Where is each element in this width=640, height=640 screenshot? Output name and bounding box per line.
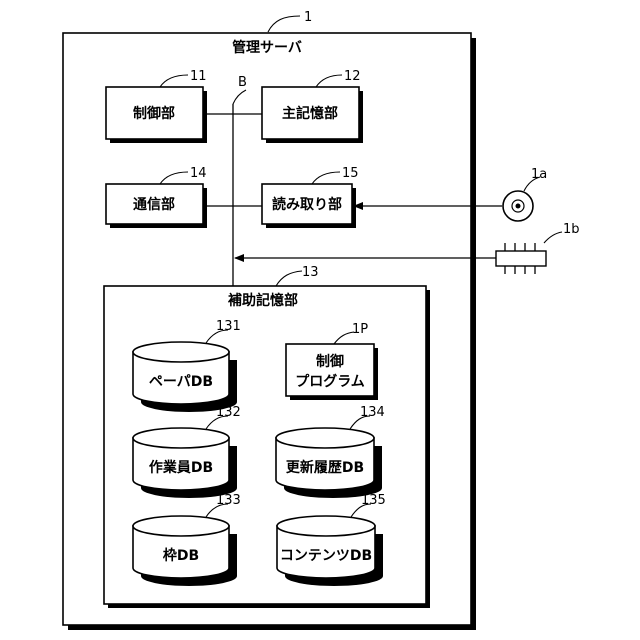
control-program-line1: 制御	[316, 353, 344, 370]
content-db-ref: 135	[361, 493, 386, 508]
main-memory-ref: 12	[344, 69, 361, 84]
usb-memory-icon	[496, 251, 546, 266]
update-history-db-ref: 134	[360, 405, 385, 420]
management-server-title: 管理サーバ	[232, 39, 302, 56]
communication-unit-label: 通信部	[133, 196, 175, 213]
update-history-db-label: 更新履歴DB	[286, 459, 364, 476]
paper-db-ref: 131	[216, 319, 241, 334]
auxiliary-storage-ref: 13	[302, 265, 319, 280]
bus-label: B	[238, 75, 247, 90]
reader-unit-ref: 15	[342, 166, 359, 181]
frame-db-label: 枠DB	[163, 547, 199, 564]
worker-db-label: 作業員DB	[149, 459, 213, 476]
reader-unit-label: 読み取り部	[272, 196, 342, 213]
frame-db-ref: 133	[216, 493, 241, 508]
disc-ref: 1a	[531, 167, 547, 182]
control-unit-label: 制御部	[133, 105, 175, 122]
server-ref-leader	[268, 16, 300, 32]
usb-memory-ref: 1b	[563, 222, 580, 237]
main-memory-label: 主記憶部	[282, 105, 338, 122]
worker-db-ref: 132	[216, 405, 241, 420]
control-program-line2: プログラム	[295, 373, 365, 390]
control-unit-ref: 11	[190, 69, 207, 84]
control-program-ref: 1P	[352, 322, 368, 337]
auxiliary-storage-title: 補助記憶部	[227, 292, 298, 309]
paper-db-label: ペーパDB	[149, 374, 213, 390]
content-db-label: コンテンツDB	[280, 548, 372, 564]
server-ref-number: 1	[304, 10, 312, 25]
communication-unit-ref: 14	[190, 166, 207, 181]
